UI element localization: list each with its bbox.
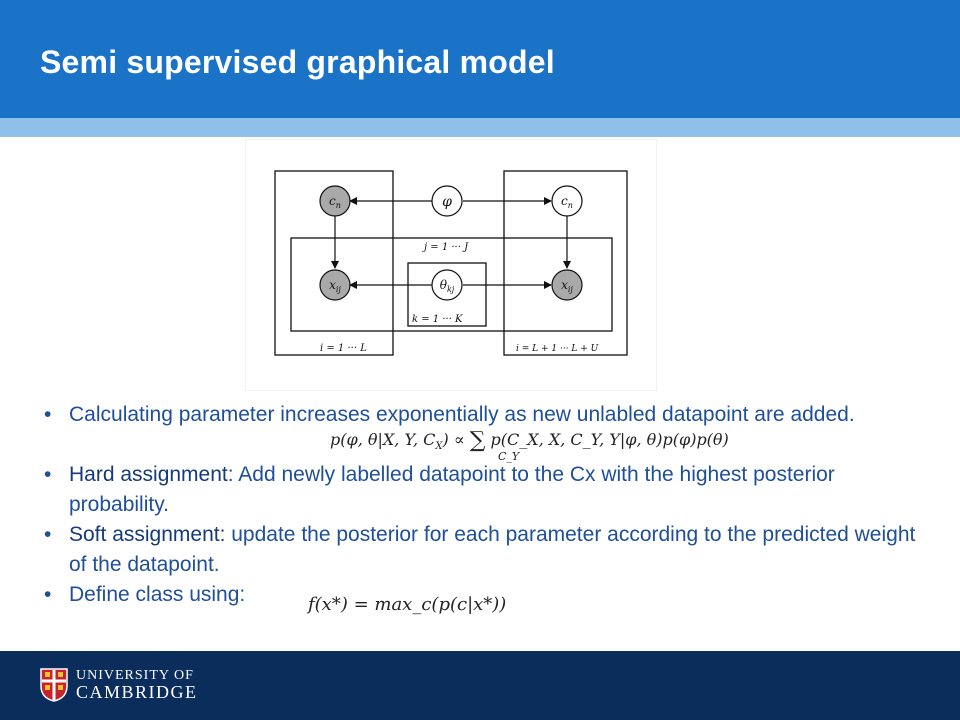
bullet-dot: •: [44, 523, 52, 546]
bullet-dot: •: [44, 403, 52, 426]
title-bar-stripe: [0, 118, 960, 137]
bullet-item: • Calculating parameter increases expone…: [44, 400, 924, 460]
graphical-model-diagram: cn φ cn xij θkj xij j = 1 ··· J k = 1 ··…: [274, 170, 628, 356]
plate-right: [503, 170, 628, 356]
posterior-lhs-sub: X: [435, 441, 443, 453]
plate-k: [407, 262, 487, 327]
bullet-text: : Add newly labelled datapoint to the Cx…: [69, 463, 835, 516]
svg-text:φ: φ: [442, 194, 452, 210]
university-line-2: CAMBRIDGE: [76, 682, 198, 702]
bullet-strong-text: Hard assignment: [69, 463, 228, 486]
svg-text:cn: cn: [561, 194, 573, 210]
bullet-text: Calculating parameter increases exponent…: [69, 403, 855, 426]
node-x-right: xij: [551, 269, 583, 301]
plate-j: [290, 237, 613, 332]
node-x-left: xij: [319, 269, 351, 301]
bullet-item: • Hard assignment: Add newly labelled da…: [44, 460, 924, 520]
svg-text:xij: xij: [561, 278, 573, 294]
svg-text:cn: cn: [329, 194, 341, 210]
university-logo-text: UNIVERSITY OF CAMBRIDGE: [76, 668, 198, 702]
svg-text:xij: xij: [329, 278, 341, 294]
bullet-list: • Calculating parameter increases expone…: [44, 400, 924, 610]
posterior-equation: p(φ, θ|X, Y, CX) ∝ ∑ p(C_X, X, C_Y, Y|φ,…: [330, 426, 729, 463]
bullet-strong-text: Soft assignment:: [69, 523, 226, 546]
posterior-rhs: p(C_X, X, C_Y, Y|φ, θ)p(φ)p(θ): [485, 430, 729, 449]
title-bar: [0, 0, 960, 118]
plate-left: [274, 170, 394, 356]
plate-label-j: j = 1 ··· J: [422, 242, 469, 253]
bullet-dot: •: [44, 463, 52, 486]
svg-text:θkj: θkj: [440, 278, 455, 294]
sum-subscript: C_Y: [498, 450, 520, 463]
bullet-dot: •: [44, 583, 52, 606]
posterior-lhs: p(φ, θ|X, Y, C: [330, 430, 436, 449]
posterior-mid: ) ∝: [442, 430, 470, 449]
node-cn-left: cn: [319, 185, 351, 217]
plate-label-i-left: i = 1 ··· L: [320, 343, 367, 354]
node-theta: θkj: [431, 269, 463, 301]
university-line-1: UNIVERSITY OF: [76, 668, 194, 683]
node-phi: φ: [431, 185, 463, 217]
slide-title: Semi supervised graphical model: [40, 44, 555, 80]
classifier-equation: f(x*) = max_c(p(c|x*)): [308, 594, 507, 615]
plate-label-i-right: i = L + 1 ··· L + U: [516, 344, 599, 354]
university-crest-icon: [40, 668, 68, 702]
bullet-text: update the posterior for each parameter …: [69, 523, 916, 576]
footer-bar: [0, 651, 960, 720]
plate-label-k: k = 1 ··· K: [412, 314, 463, 325]
bullet-item: • Soft assignment: update the posterior …: [44, 520, 924, 580]
node-cn-right: cn: [551, 185, 583, 217]
sum-symbol: ∑: [469, 428, 486, 453]
bullet-text: Define class using:: [69, 583, 246, 606]
bullet-item: • Define class using:: [44, 580, 924, 610]
graphical-model-figure: cn φ cn xij θkj xij j = 1 ··· J k = 1 ··…: [246, 140, 656, 390]
